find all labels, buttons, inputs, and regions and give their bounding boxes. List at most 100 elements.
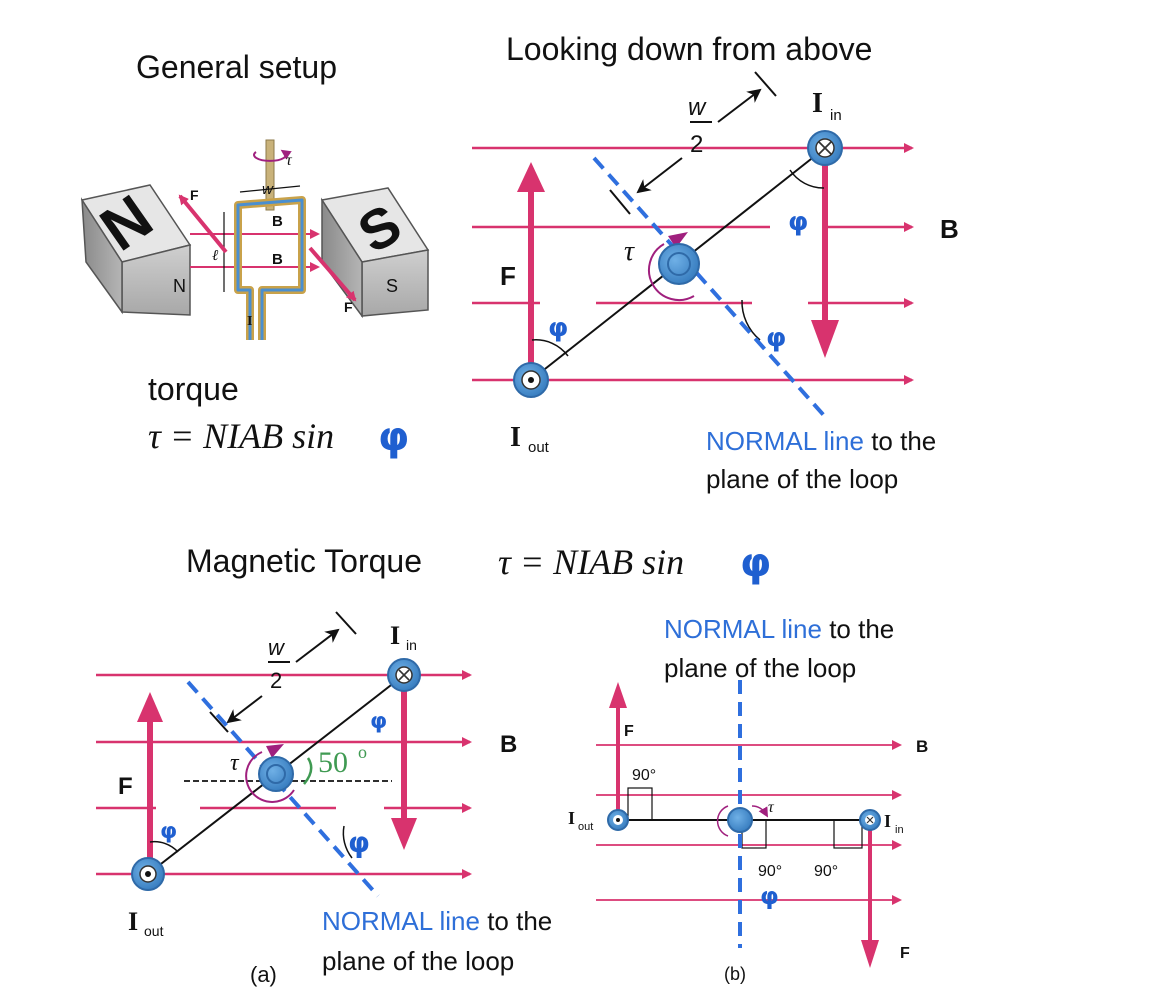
torque-label: torque (148, 371, 239, 407)
magnetic-torque-formula: τ = NIAB sin (498, 542, 684, 582)
top-tau-label: τ (624, 236, 635, 267)
setup-loop-inner (236, 198, 304, 340)
diagram-a: B F w 2 50 o τ (96, 611, 552, 987)
general-setup-title: General setup (136, 49, 337, 85)
a-i-out-label: I (128, 907, 138, 936)
b-axle (727, 807, 753, 833)
b-right-angle-left (627, 787, 653, 821)
a-w-arrow-down (226, 695, 263, 724)
setup-formula: τ = NIAB sin (148, 416, 334, 456)
top-mask-upper (770, 190, 828, 236)
top-f-label: F (500, 261, 516, 291)
a-normal-caption-line2: plane of the loop (322, 946, 514, 976)
top-normal-caption-blue: NORMAL line (706, 426, 864, 456)
top-w-num: w (688, 94, 707, 121)
magnet-n-face-label: N (173, 276, 186, 296)
a-torque-arc (245, 751, 295, 803)
a-i-out-sub: out (144, 923, 164, 939)
top-phi-right: φ (766, 323, 786, 353)
b-torque-arc (751, 805, 769, 818)
b-b-label: B (916, 737, 928, 756)
b-angle-right: 90° (814, 863, 838, 880)
top-w-arrow-up (717, 88, 762, 123)
b-i-in-sub: in (895, 824, 904, 836)
top-phi-upper: φ (788, 207, 808, 237)
a-phi-upper: φ (370, 709, 387, 734)
b-i-in-label: I (884, 811, 891, 831)
a-f-label: F (118, 773, 133, 800)
top-angle-arc-right (741, 299, 761, 341)
b-right-angle-right (833, 819, 863, 849)
b-normal-caption-rest: to the (822, 614, 894, 644)
a-axle (258, 756, 294, 792)
a-b-label: B (500, 731, 517, 758)
a-normal-caption-rest: to the (480, 906, 552, 936)
setup-formula-phi: φ (378, 414, 409, 460)
b-tau-label: τ (768, 799, 775, 816)
top-i-out-label: I (510, 422, 521, 453)
magnetic-torque-header: Magnetic Torque τ = NIAB sin φ (186, 540, 771, 586)
setup-axle (265, 139, 275, 211)
a-w-den: 2 (270, 668, 282, 693)
top-phi-left: φ (548, 313, 568, 343)
top-i-out-sub: out (528, 439, 550, 456)
top-w-arrow-down (636, 157, 683, 194)
b-f-label-top: F (624, 723, 634, 740)
b-normal-caption-line2: plane of the loop (664, 653, 856, 683)
a-normal-caption-blue: NORMAL line (322, 906, 480, 936)
magnetic-torque-title: Magnetic Torque (186, 543, 422, 579)
diagram-b: NORMAL line to the plane of the loop B F… (568, 614, 928, 984)
top-normal-line (592, 156, 830, 422)
top-normal-caption-rest: to the (864, 426, 936, 456)
b-i-out-sub: out (578, 821, 593, 833)
top-mask-left (540, 296, 596, 340)
setup-w-label: w (262, 181, 274, 198)
setup-l-label: ℓ (212, 248, 218, 264)
a-caption: (a) (250, 962, 277, 987)
magnetic-torque-phi: φ (740, 540, 771, 586)
setup-force-arrow-right (308, 246, 357, 302)
b-angle-mid: 90° (758, 863, 782, 880)
top-axle (658, 243, 700, 285)
b-phi: φ (760, 882, 779, 910)
a-green-angle-arc (303, 757, 313, 785)
setup-width-marker (239, 185, 301, 193)
top-normal-caption: NORMAL line to the (706, 426, 936, 456)
b-angle-left: 90° (632, 767, 656, 784)
magnet-s: S S (320, 187, 430, 319)
setup-b-label-upper: B (272, 213, 283, 230)
top-angle-arc-left (531, 339, 569, 357)
b-i-out-label: I (568, 808, 575, 828)
a-i-in-sub: in (406, 637, 417, 653)
a-angle-unit: o (358, 742, 367, 762)
setup-f-label-left: F (190, 187, 199, 203)
setup-f-label-right: F (344, 299, 353, 315)
top-view-panel: Looking down from above B F w 2 (472, 31, 959, 494)
setup-tau-label: τ (286, 152, 293, 169)
a-phi-right: φ (348, 826, 370, 859)
top-angle-arc-upper (789, 169, 825, 189)
top-w-den: 2 (690, 131, 703, 158)
setup-b-label-lower: B (272, 251, 283, 268)
a-i-in-label: I (390, 621, 400, 650)
top-i-in-label: I (812, 88, 823, 119)
top-view-title: Looking down from above (506, 31, 872, 67)
b-normal-caption-blue: NORMAL line (664, 614, 822, 644)
b-caption: (b) (724, 964, 746, 984)
setup-force-arrow-left (178, 194, 228, 254)
top-torque-arc (647, 243, 695, 301)
a-w-num: w (268, 635, 286, 660)
a-angle-value: 50 (318, 746, 348, 779)
b-f-label-bottom: F (900, 945, 910, 962)
a-tau-label: τ (230, 750, 240, 776)
top-b-label: B (940, 214, 959, 244)
a-w-arrow-up (295, 628, 340, 663)
magnet-n: N N (80, 182, 192, 316)
a-normal-caption: NORMAL line to the (322, 906, 552, 936)
general-setup-panel: General setup N N S S τ w (80, 49, 430, 460)
b-normal-caption: NORMAL line to the (664, 614, 894, 644)
magnet-s-face-label: S (386, 276, 398, 296)
top-mask-right (752, 296, 808, 340)
top-normal-caption-line2: plane of the loop (706, 464, 898, 494)
